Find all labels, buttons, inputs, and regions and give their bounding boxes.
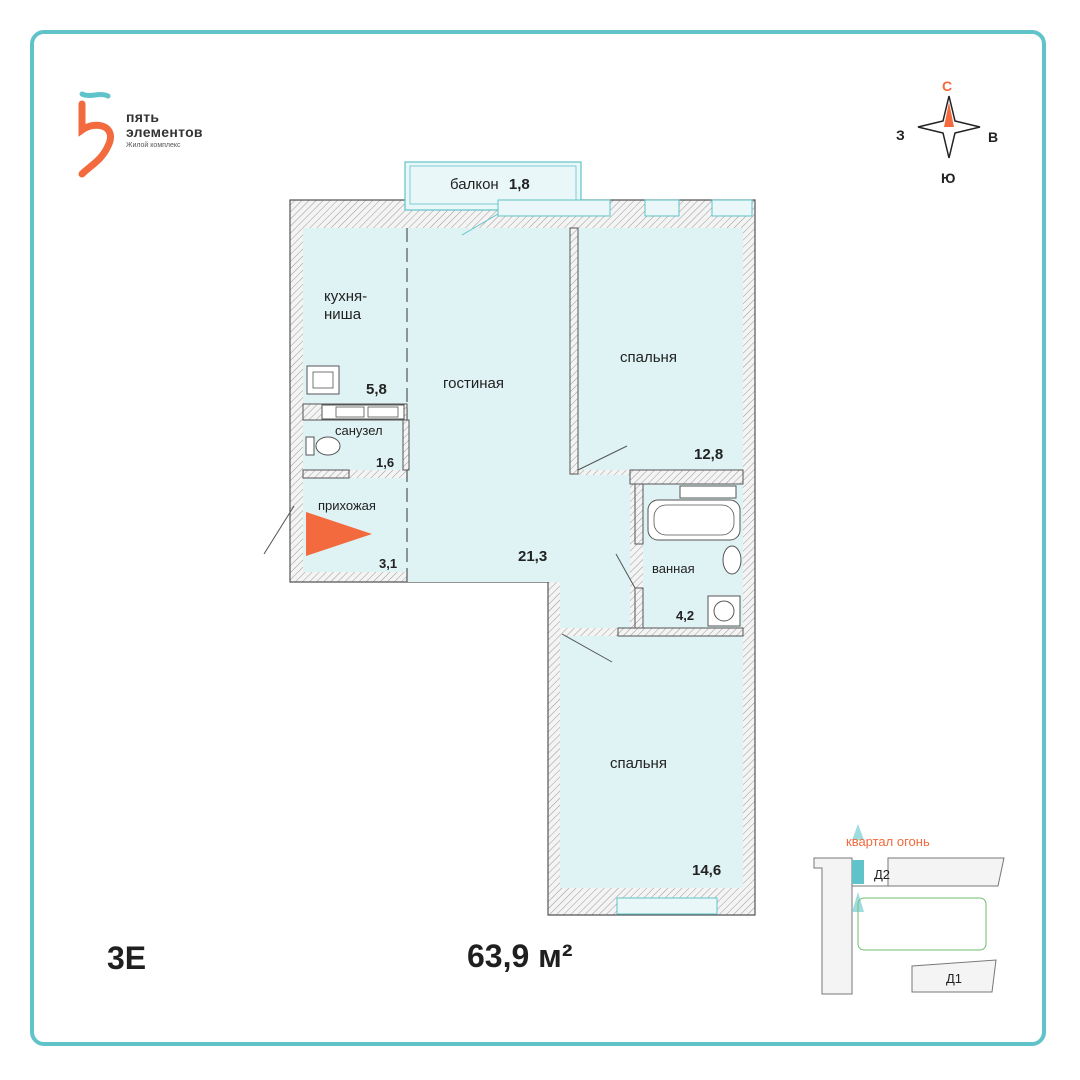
- arrow-top-icon: [852, 824, 864, 840]
- hall-area-value: 3,1: [379, 556, 398, 571]
- counter-icon: [321, 404, 405, 420]
- door-bath: [615, 553, 636, 589]
- bedroom2-label: спальня: [610, 755, 667, 772]
- kitchen-area-value: 5,8: [366, 381, 387, 398]
- balcony-label-text: балкон: [450, 176, 499, 193]
- bedroom1-area-value: 12,8: [694, 446, 724, 463]
- living-room-area: [407, 228, 630, 628]
- bedroom1-label: спальня: [620, 349, 677, 366]
- site-minimap: [813, 824, 1005, 995]
- bathtub-inner-icon: [653, 504, 735, 536]
- entry-door: [263, 505, 295, 555]
- bedroom2-area-value: 14,6: [692, 862, 722, 879]
- counter-hob-icon: [367, 406, 399, 418]
- living-room-area-value: 21,3: [518, 548, 548, 565]
- stove-icon: [306, 365, 340, 395]
- toilet-icon: [315, 436, 341, 456]
- apartment-type: 3Е: [107, 940, 147, 976]
- balcony-door-swing: [461, 213, 499, 236]
- building-block: [813, 857, 1005, 995]
- compass-west: З: [896, 127, 905, 143]
- wall-bedroom1-living: [569, 227, 579, 475]
- hall-label: прихожая: [318, 498, 376, 513]
- door-bedroom2: [561, 633, 613, 663]
- brand-subtitle: Жилой комплекс: [126, 142, 181, 149]
- building-d1: [911, 959, 997, 993]
- bath-shelf-icon: [679, 485, 737, 499]
- brand-name-line2: элементов: [126, 124, 203, 140]
- living-room-label: гостиная: [443, 375, 504, 392]
- plan-frame: [30, 30, 1046, 1046]
- bathtub-icon: [647, 499, 741, 541]
- brand-mark-icon: [78, 91, 114, 178]
- wall-bedroom1-bath: [629, 469, 744, 485]
- compass-east: В: [988, 129, 999, 145]
- balcony-inner: [409, 165, 577, 205]
- window-bedroom2: [616, 897, 718, 915]
- total-area: 63,9 м²: [467, 938, 573, 974]
- kitchen-label: кухня- ниша: [324, 288, 367, 324]
- brand-name: пять элементов: [126, 110, 326, 140]
- balcony-area: 1,8: [508, 176, 530, 193]
- wall-bath-left-2: [634, 587, 644, 629]
- counter-sink-icon: [335, 406, 365, 418]
- wall-bath-left: [634, 483, 644, 545]
- bathroom-area-value: 4,2: [676, 608, 695, 623]
- compass-north: С: [942, 78, 953, 94]
- balcony-label: балкон 1,8: [450, 176, 530, 194]
- wc-label: санузел: [335, 423, 383, 438]
- washing-machine-drum-icon: [713, 600, 735, 622]
- sink-kitchen-icon: [312, 371, 334, 389]
- bathroom-label: ванная: [652, 561, 695, 576]
- window-living: [497, 199, 611, 217]
- building-d2-label: Д2: [874, 867, 891, 882]
- brand-name-line1: пять: [126, 109, 160, 125]
- wc-area-value: 1,6: [376, 455, 395, 470]
- courtyard: [857, 897, 987, 951]
- bedroom2-area: [560, 636, 743, 888]
- compass-rose-icon: [917, 95, 981, 159]
- compass: С Ю З В: [890, 78, 1010, 198]
- highlighted-section: [852, 860, 864, 884]
- entrance-arrow-icon: [306, 512, 372, 556]
- window-bedroom1-a: [644, 199, 680, 217]
- toilet-tank-icon: [305, 436, 315, 456]
- kitchen-label-line2: ниша: [324, 306, 362, 323]
- bedroom1-area: [578, 228, 743, 470]
- building-d1-label: Д1: [946, 971, 963, 986]
- quarter-label: квартал огонь: [846, 834, 930, 849]
- window-bedroom1-b: [711, 199, 753, 217]
- washbasin-icon: [722, 545, 742, 575]
- wall-wc-hall: [302, 469, 350, 479]
- wall-bath-bedroom2: [617, 627, 744, 637]
- kitchen-label-line1: кухня-: [324, 288, 368, 305]
- wall-wc-right: [402, 419, 410, 471]
- compass-south: Ю: [941, 170, 956, 186]
- door-bedroom1: [577, 445, 628, 471]
